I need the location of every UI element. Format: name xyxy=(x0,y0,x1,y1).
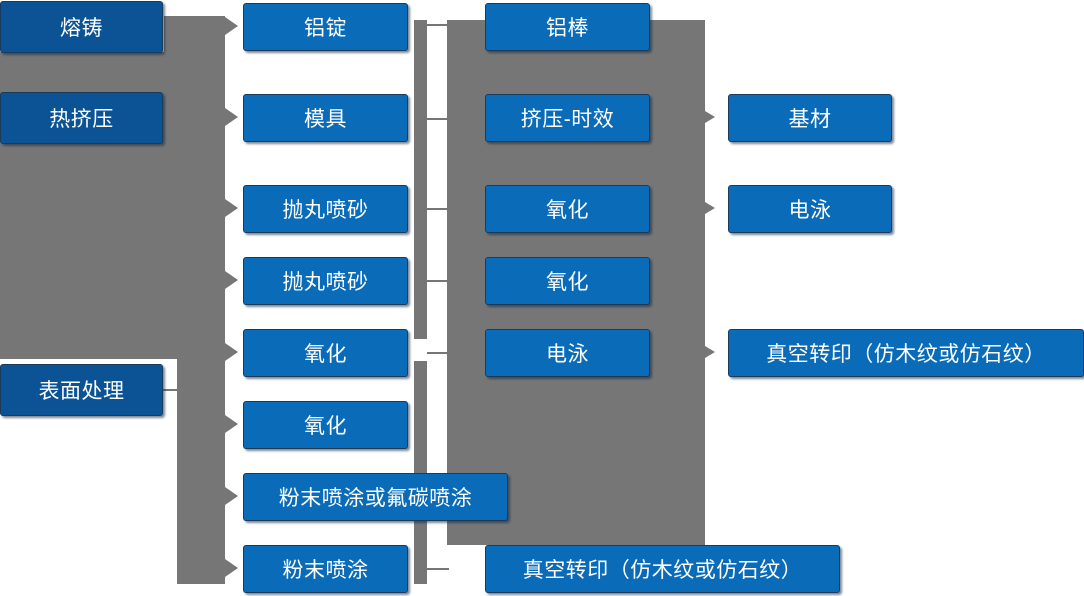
node-fenmo[interactable]: 粉末喷涂 xyxy=(243,545,408,593)
node-rejiya[interactable]: 热挤压 xyxy=(0,92,163,144)
node-zhenkong-2[interactable]: 真空转印（仿木纹或仿石纹） xyxy=(728,329,1084,377)
node-label: 粉末喷涂 xyxy=(282,559,369,582)
arrow-to-paowan-1 xyxy=(225,199,238,217)
node-zhenkong-1[interactable]: 真空转印（仿木纹或仿石纹） xyxy=(485,545,840,593)
node-jiya-shixiao[interactable]: 挤压-时效 xyxy=(485,94,650,142)
node-yanghua-1[interactable]: 氧化 xyxy=(243,329,408,377)
connector-tick-yanghua-4 xyxy=(427,280,449,282)
connector-left-trunk-upper xyxy=(164,16,225,60)
node-biaomianchuli[interactable]: 表面处理 xyxy=(0,364,163,416)
node-paowan-1[interactable]: 抛丸喷砂 xyxy=(243,185,408,233)
node-label: 表面处理 xyxy=(38,380,125,403)
node-label: 铝锭 xyxy=(304,17,347,40)
arrow-to-ludeng xyxy=(225,17,238,35)
node-yanghua-4[interactable]: 氧化 xyxy=(485,257,650,305)
node-lubang[interactable]: 铝棒 xyxy=(485,3,650,51)
node-jicai[interactable]: 基材 xyxy=(728,94,892,142)
node-label: 粉末喷涂或氟碳喷涂 xyxy=(278,487,473,510)
node-label: 氧化 xyxy=(304,415,347,438)
node-paowan-2[interactable]: 抛丸喷砂 xyxy=(243,257,408,305)
connector-left-trunk-narrow xyxy=(177,356,225,584)
node-ludeng[interactable]: 铝锭 xyxy=(243,3,408,51)
node-label: 铝棒 xyxy=(546,17,589,40)
arrow-to-fenmo-fu xyxy=(225,487,238,505)
arrow-to-muju xyxy=(225,108,238,126)
arrow-to-zhenkong-2 xyxy=(705,346,715,358)
node-label: 电泳 xyxy=(546,343,589,366)
node-label: 基材 xyxy=(788,108,832,131)
connector-stub-biaomianchuli xyxy=(163,389,179,391)
connector-tick-lubang xyxy=(427,24,449,26)
connector-tick-dianyong-1 xyxy=(427,352,449,354)
node-label: 抛丸喷砂 xyxy=(282,271,369,294)
arrow-to-fenmo xyxy=(225,559,238,577)
node-muju[interactable]: 模具 xyxy=(243,94,408,142)
node-label: 抛丸喷砂 xyxy=(282,199,369,222)
arrow-to-dianyong-2 xyxy=(705,202,715,214)
node-dianyong-2[interactable]: 电泳 xyxy=(728,185,892,233)
node-rongzhu[interactable]: 熔铸 xyxy=(0,1,163,53)
node-label: 熔铸 xyxy=(60,17,103,40)
node-label: 模具 xyxy=(304,108,347,131)
node-fenmo-fu[interactable]: 粉末喷涂或氟碳喷涂 xyxy=(243,473,508,521)
node-label: 氧化 xyxy=(546,271,589,294)
connector-mid-bar-lower xyxy=(414,361,427,584)
arrow-to-jicai xyxy=(705,111,715,123)
node-yanghua-2[interactable]: 氧化 xyxy=(243,401,408,449)
node-label: 挤压-时效 xyxy=(520,108,615,131)
arrow-to-paowan-2 xyxy=(225,271,238,289)
node-label: 氧化 xyxy=(304,343,347,366)
node-label: 真空转印（仿木纹或仿石纹） xyxy=(522,559,803,582)
connector-tick-zhenkong-1 xyxy=(427,568,449,570)
arrow-to-yanghua-1 xyxy=(225,343,238,361)
arrow-to-yanghua-2 xyxy=(225,415,238,433)
connector-tick-yanghua-3 xyxy=(427,208,449,210)
node-dianyong-1[interactable]: 电泳 xyxy=(485,329,650,377)
node-label: 氧化 xyxy=(546,199,589,222)
node-label: 热挤压 xyxy=(49,108,114,131)
node-yanghua-3[interactable]: 氧化 xyxy=(485,185,650,233)
connector-tick-jiya xyxy=(427,118,449,120)
connector-mid-bar-upper xyxy=(414,20,427,339)
node-label: 真空转印（仿木纹或仿石纹） xyxy=(766,343,1046,366)
node-label: 电泳 xyxy=(788,199,832,222)
